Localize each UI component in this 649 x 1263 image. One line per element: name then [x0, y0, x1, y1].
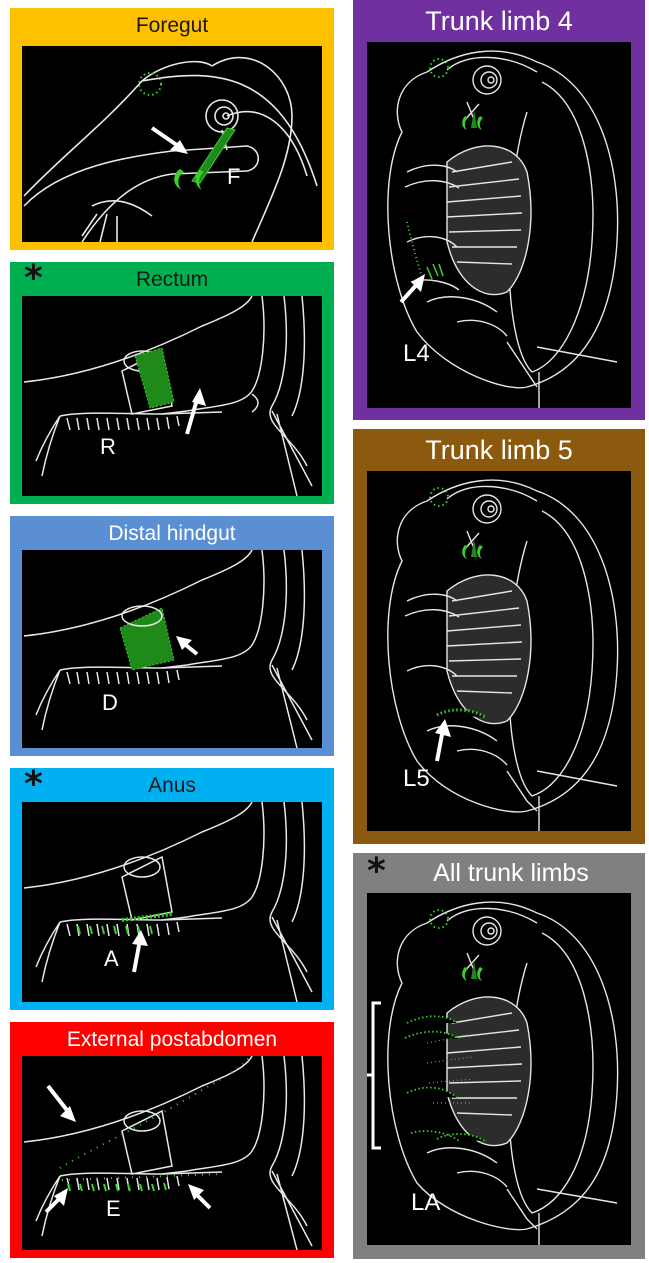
distal-hindgut-panel: Distal hindgut D	[10, 516, 334, 756]
structure-label: R	[100, 434, 116, 460]
external-postabdomen-panel: External postabdomen E	[10, 1022, 334, 1258]
structure-label: A	[104, 946, 119, 972]
structure-label: E	[106, 1196, 121, 1222]
panel-title: Trunk limb 4	[353, 6, 645, 37]
daphnia-body-illustration: L5	[367, 471, 631, 831]
panel-title: Trunk limb 5	[353, 435, 645, 466]
structure-label: L5	[403, 765, 430, 793]
rectum-panel: * Rectum R	[10, 262, 334, 504]
anus-panel: * Anus A	[10, 768, 334, 1010]
structure-label: D	[102, 690, 118, 716]
postabdomen-illustration: A	[22, 802, 322, 1002]
panel-title: External postabdomen	[10, 1028, 334, 1052]
foregut-panel: Foregut F	[10, 8, 334, 250]
postabdomen-illustration: E	[22, 1056, 322, 1250]
postabdomen-illustration: R	[22, 296, 322, 496]
structure-label: L4	[403, 340, 430, 368]
daphnia-body-illustration: L4	[367, 42, 631, 408]
panel-title: All trunk limbs	[377, 859, 645, 888]
trunk-limb-5-panel: Trunk limb 5 L5	[353, 429, 645, 844]
panel-title: Distal hindgut	[10, 522, 334, 546]
panel-title: Foregut	[10, 14, 334, 38]
panel-title: Rectum	[10, 268, 334, 292]
structure-label: LA	[411, 1189, 440, 1217]
panel-title: Anus	[10, 774, 334, 798]
trunk-limb-4-panel: Trunk limb 4 L4	[353, 0, 645, 420]
daphnia-head-illustration: F	[22, 46, 322, 242]
all-trunk-limbs-panel: * All trunk limbs LA	[353, 853, 645, 1259]
daphnia-body-illustration: LA	[367, 893, 631, 1245]
structure-label: F	[227, 164, 240, 190]
postabdomen-illustration: D	[22, 550, 322, 748]
